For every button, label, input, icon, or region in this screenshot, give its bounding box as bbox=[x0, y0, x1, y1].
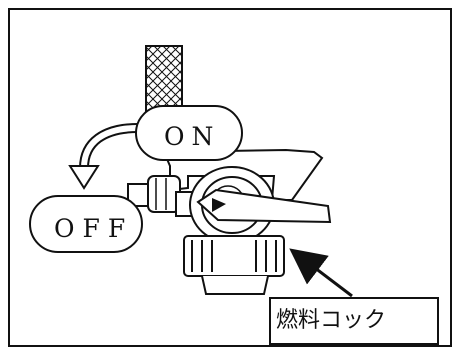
rotation-arrow bbox=[68, 123, 139, 190]
valve-lever bbox=[196, 188, 332, 224]
off-label: OFF bbox=[54, 214, 134, 243]
callout-box bbox=[269, 297, 439, 345]
callout-arrow bbox=[289, 248, 353, 298]
fuel-cock-label: 燃料コック bbox=[276, 308, 387, 333]
off-bubble bbox=[29, 195, 143, 253]
on-label: ON bbox=[164, 122, 221, 151]
outer-border bbox=[8, 8, 452, 347]
fuel-bowl bbox=[183, 235, 285, 295]
on-bubble bbox=[135, 105, 243, 161]
